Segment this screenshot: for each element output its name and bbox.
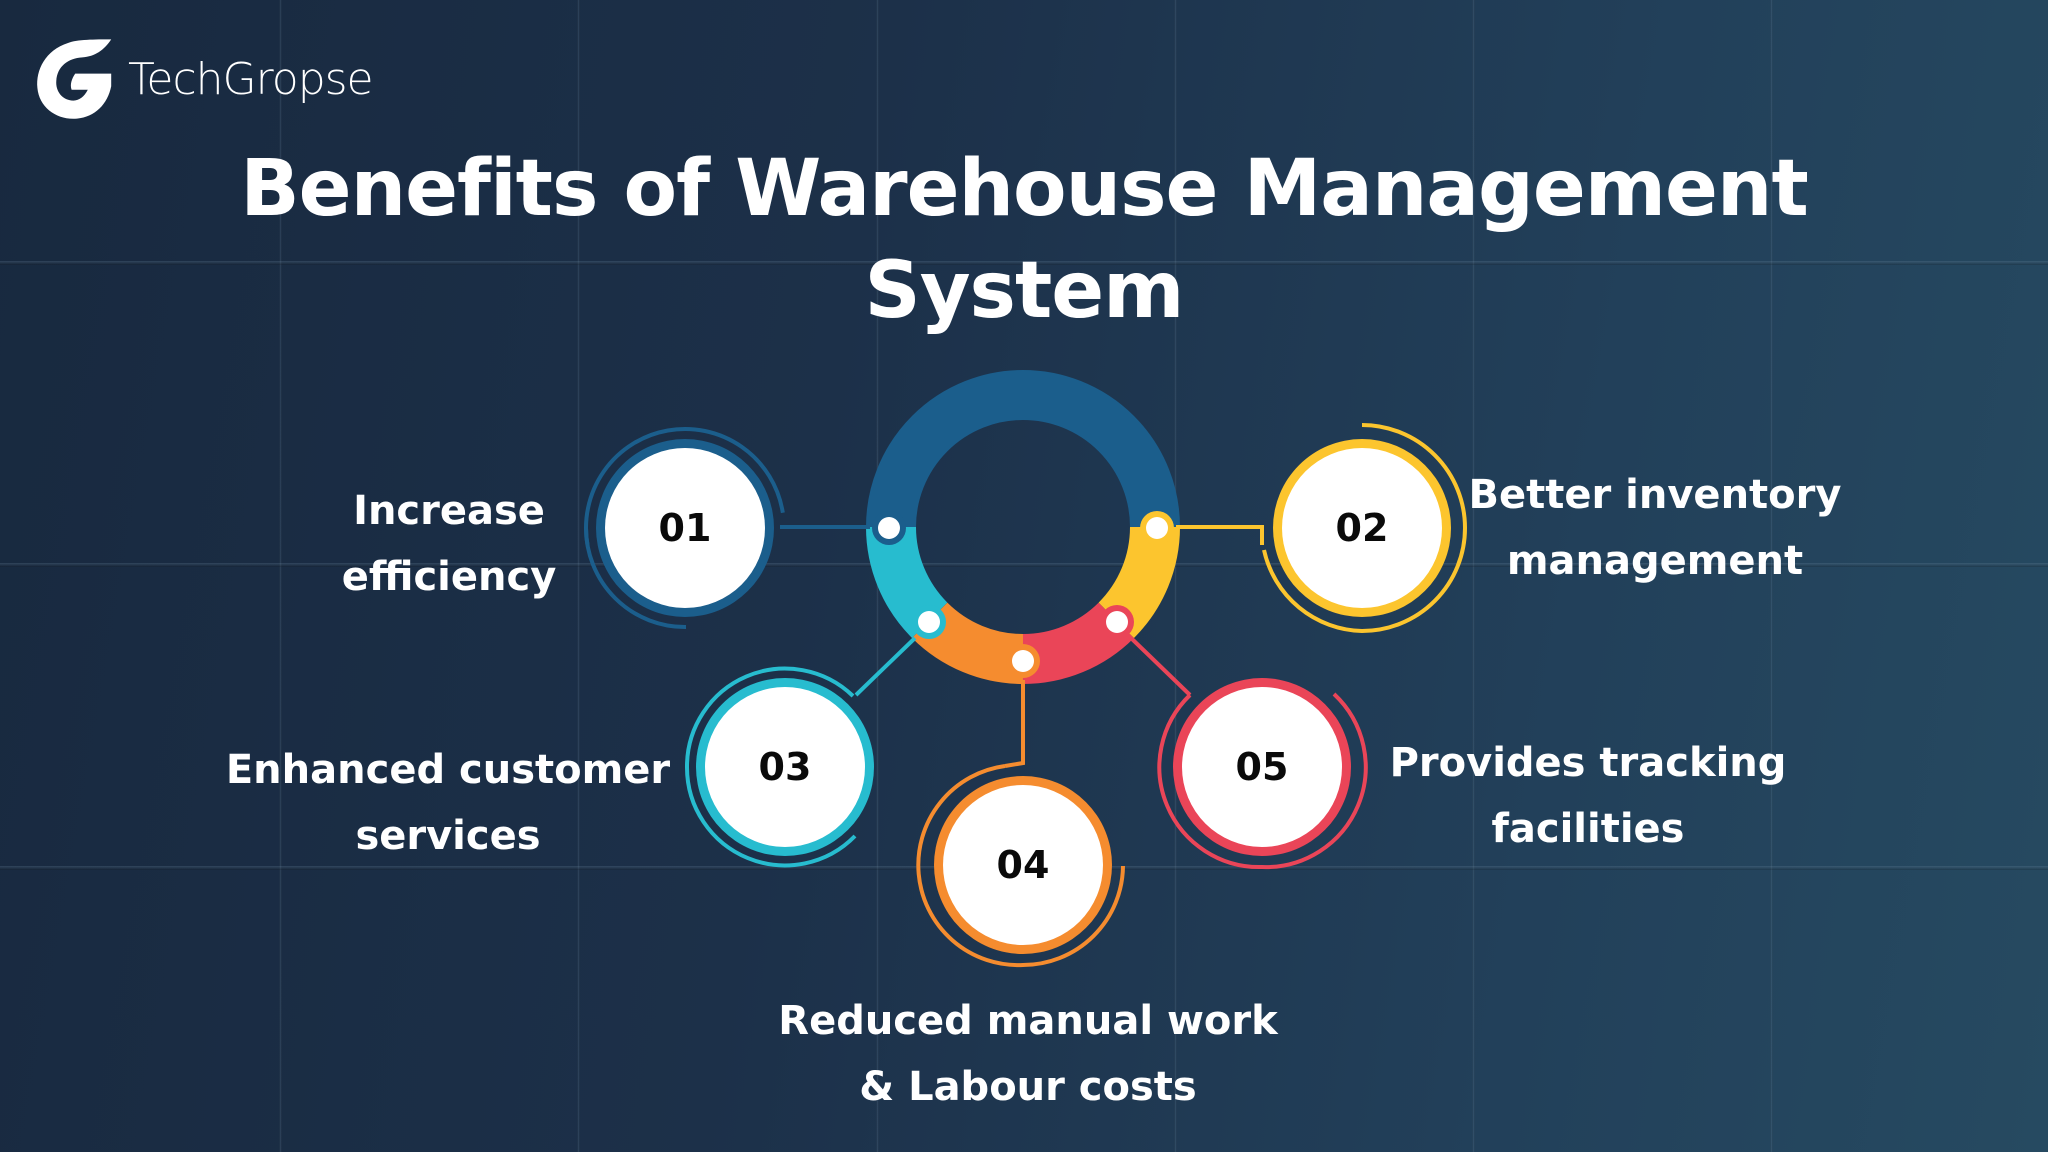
brand-name: TechGropse (128, 53, 374, 105)
title-line-2: System (864, 246, 1185, 336)
g-logo-icon (37, 39, 112, 119)
connectors (780, 525, 1264, 768)
node-number-02: 02 (1335, 506, 1389, 550)
ring-segment-blue (866, 370, 1180, 528)
connector-03 (854, 636, 917, 697)
benefit-label-02: Better inventory management (1468, 472, 1842, 584)
connector-05 (1129, 636, 1192, 697)
node-02 (1262, 423, 1467, 634)
node-04 (916, 764, 1125, 968)
title-line-1: Benefits of Warehouse Management (240, 144, 1809, 234)
brand-logo: TechGropse (32, 34, 374, 124)
node-number-05: 05 (1235, 745, 1289, 789)
benefit-label-03: Enhanced customer services (225, 747, 671, 859)
page-title: Benefits of Warehouse Management System (0, 138, 2048, 342)
benefit-label-05: Provides tracking facilities (1389, 740, 1787, 852)
benefit-label-01: Increase efficiency (341, 488, 557, 600)
node-number-03: 03 (758, 745, 812, 789)
node-number-01: 01 (658, 506, 712, 550)
ring-nodes (872, 511, 1174, 678)
node-03 (684, 666, 874, 868)
connector-04 (1004, 680, 1025, 768)
node-number-04: 04 (996, 843, 1050, 887)
node-05 (1157, 678, 1368, 870)
benefit-label-04: Reduced manual work & Labour costs (778, 998, 1278, 1110)
node-01 (584, 427, 785, 630)
connector-02 (1176, 525, 1264, 545)
